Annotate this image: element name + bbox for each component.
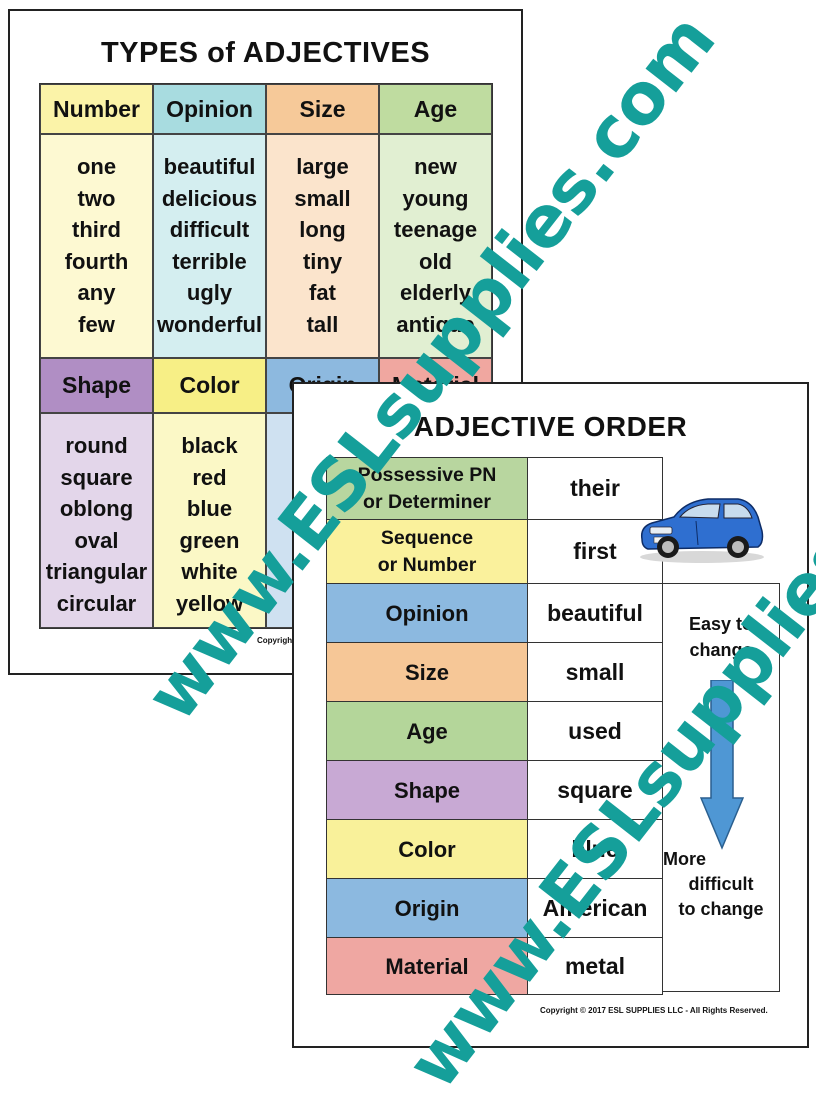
adjective-word: fourth <box>64 248 129 274</box>
order-category: Age <box>327 702 528 760</box>
order-category: Opinion <box>327 584 528 642</box>
order-example: blue <box>528 820 662 878</box>
column-header: Number <box>40 84 153 134</box>
column-words: black red blue green white yellow <box>153 413 266 628</box>
column-header: Opinion <box>153 84 266 134</box>
adjective-word: difficult <box>169 217 250 242</box>
column-header: Size <box>266 84 379 134</box>
adjective-word: tiny <box>302 248 343 274</box>
order-example: their <box>528 458 662 519</box>
adjective-word: few <box>78 311 115 337</box>
column-words: round square oblong oval triangular circular <box>40 413 153 628</box>
column-words: new young teenage old elderly antique <box>379 134 492 358</box>
adjective-word: white <box>181 559 238 584</box>
copyright-text: Copyright <box>257 636 295 645</box>
down-arrow-icon <box>700 680 744 850</box>
order-category: Color <box>327 820 528 878</box>
adjective-word: new <box>414 154 457 179</box>
adjective-word: black <box>181 433 238 458</box>
adjective-word: delicious <box>161 185 258 211</box>
adjective-word: antique <box>396 311 475 337</box>
order-category: Shape <box>327 761 528 819</box>
adjective-word: blue <box>186 496 233 521</box>
adjective-word: square <box>60 464 133 490</box>
adjective-word: oval <box>74 527 119 553</box>
adjective-word: one <box>76 154 117 179</box>
adjective-word: small <box>294 185 351 211</box>
car-image <box>634 487 769 572</box>
order-example: beautiful <box>528 584 662 642</box>
adjective-word: teenage <box>393 217 478 242</box>
order-category: Size <box>327 643 528 701</box>
adjective-word: elderly <box>400 280 471 305</box>
adjective-word: ugly <box>186 280 233 305</box>
poster-title: TYPES of ADJECTIVES <box>100 37 431 69</box>
adjective-word: third <box>72 217 121 242</box>
column-words: beautiful delicious difficult terrible ugly w… <box>153 134 266 358</box>
adjective-word: circular <box>56 590 137 616</box>
copyright-text: Copyright © 2017 ESL SUPPLIES LLC - All … <box>540 1006 768 1015</box>
adjective-word: round <box>65 433 128 458</box>
order-example: small <box>528 643 662 701</box>
adjective-word: long <box>299 217 346 242</box>
adjective-word: red <box>192 464 227 490</box>
order-category: Material <box>327 938 528 994</box>
column-header: Shape <box>40 358 153 413</box>
order-example: used <box>528 702 662 760</box>
adjective-word: terrible <box>172 248 247 274</box>
adjective-word: beautiful <box>163 154 256 179</box>
adjective-word: any <box>77 280 116 305</box>
adjective-word: fat <box>309 280 336 305</box>
adjective-word: two <box>77 185 116 211</box>
adjective-word: large <box>296 154 349 179</box>
column-header: Age <box>379 84 492 134</box>
column-words: one two third fourth any few <box>40 134 153 358</box>
adjective-word: triangular <box>45 559 148 584</box>
adjective-word: wonderful <box>156 311 263 337</box>
order-example: American <box>528 879 662 937</box>
column-words: large small long tiny fat tall <box>266 134 379 358</box>
order-category: Origin <box>327 879 528 937</box>
order-example: metal <box>528 938 662 994</box>
adjective-word: old <box>419 248 452 274</box>
poster-title: ADJECTIVE ORDER <box>413 411 688 442</box>
column-header: Color <box>153 358 266 413</box>
adjective-word: young <box>402 185 469 211</box>
adjective-word: green <box>179 527 240 553</box>
order-example: first <box>528 520 662 583</box>
adjective-word: oblong <box>59 496 134 521</box>
order-example: square <box>528 761 662 819</box>
adjective-word: tall <box>306 311 339 337</box>
adjective-word: yellow <box>175 590 244 616</box>
